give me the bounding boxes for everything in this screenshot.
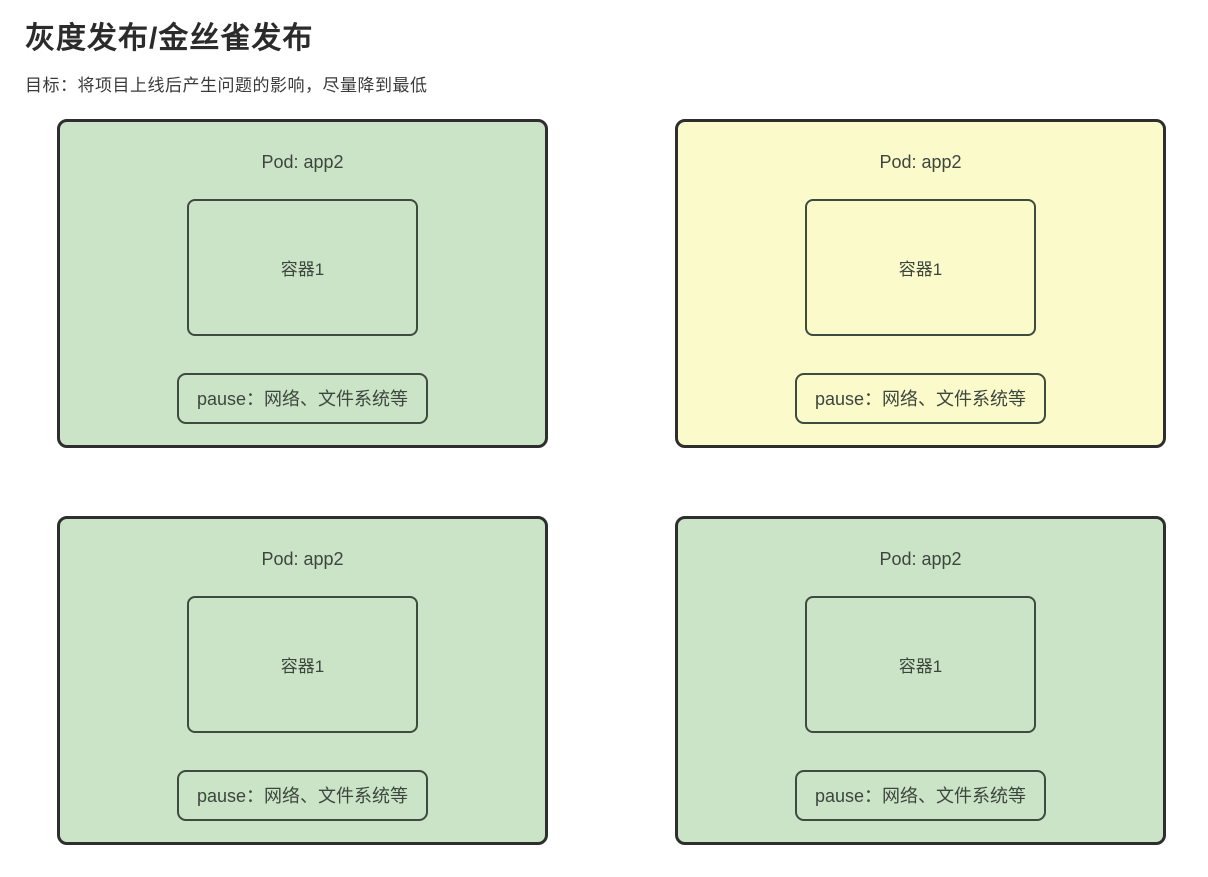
pod-card-bottom-left: Pod: app2 容器1 pause：网络、文件系统等: [57, 515, 548, 845]
pod-title: Pod: app2: [261, 151, 344, 172]
container-box: 容器1: [187, 198, 418, 336]
pod-title: Pod: app2: [879, 151, 962, 172]
pod-title: Pod: app2: [261, 548, 344, 569]
pod-card-top-left: Pod: app2 容器1 pause：网络、文件系统等: [57, 118, 548, 448]
container-label: 容器1: [280, 259, 325, 279]
page-title: 灰度发布/金丝雀发布: [25, 22, 314, 55]
pause-label: pause：网络、文件系统等: [814, 389, 1027, 409]
pause-label: pause：网络、文件系统等: [814, 786, 1027, 806]
pause-box: pause：网络、文件系统等: [176, 372, 429, 424]
pod-card-top-right: Pod: app2 容器1 pause：网络、文件系统等: [675, 118, 1166, 448]
container-label: 容器1: [898, 656, 943, 676]
pause-label: pause：网络、文件系统等: [196, 389, 409, 409]
container-label: 容器1: [898, 259, 943, 279]
pause-box: pause：网络、文件系统等: [794, 372, 1047, 424]
pod-card-bottom-right: Pod: app2 容器1 pause：网络、文件系统等: [675, 515, 1166, 845]
pause-label: pause：网络、文件系统等: [196, 786, 409, 806]
page-subtitle: 目标：将项目上线后产生问题的影响，尽量降到最低: [25, 75, 428, 95]
pod-title: Pod: app2: [879, 548, 962, 569]
container-label: 容器1: [280, 656, 325, 676]
pause-box: pause：网络、文件系统等: [794, 769, 1047, 821]
pod-grid: Pod: app2 容器1 pause：网络、文件系统等 Pod: app2 容…: [57, 118, 1208, 845]
header: 灰度发布/金丝雀发布 目标：将项目上线后产生问题的影响，尽量降到最低: [0, 0, 1208, 96]
container-box: 容器1: [187, 595, 418, 733]
pause-box: pause：网络、文件系统等: [176, 769, 429, 821]
container-box: 容器1: [805, 198, 1036, 336]
container-box: 容器1: [805, 595, 1036, 733]
